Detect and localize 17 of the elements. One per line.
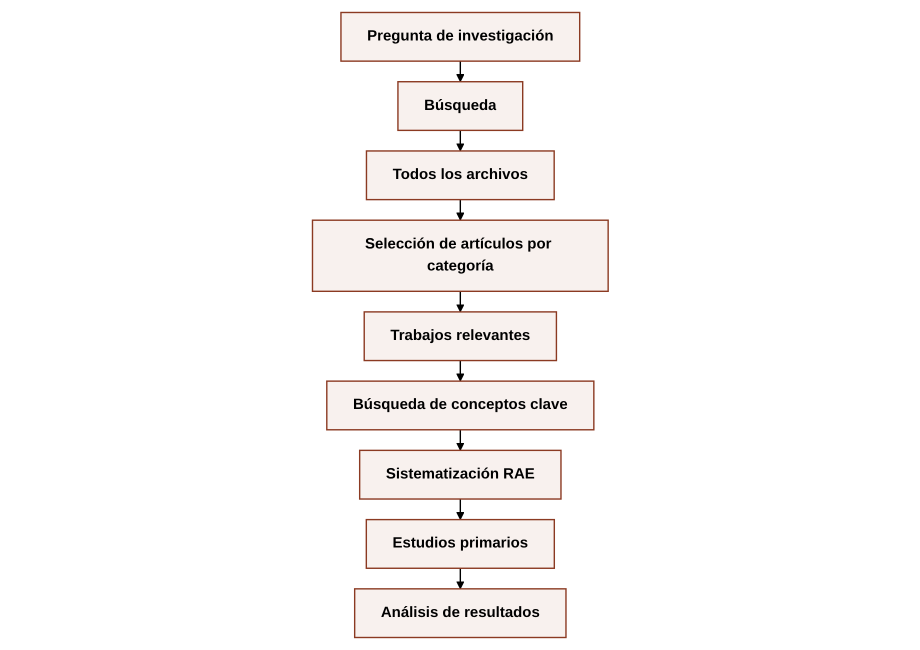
node-box: Búsqueda bbox=[396, 81, 524, 132]
arrow bbox=[456, 130, 464, 152]
arrow bbox=[456, 499, 464, 520]
arrow bbox=[456, 291, 464, 312]
node-box: Análisis de resultados bbox=[354, 588, 566, 638]
node-box: Búsqueda de conceptos clave bbox=[326, 380, 594, 430]
arrow bbox=[456, 200, 464, 221]
node-box: Trabajos relevantes bbox=[363, 311, 557, 362]
node-box: Sistematización RAE bbox=[358, 450, 562, 500]
node-box: Estudios primarios bbox=[365, 518, 555, 569]
arrow bbox=[456, 430, 464, 451]
arrow bbox=[456, 360, 464, 382]
arrow bbox=[456, 568, 464, 590]
node-box: Todos los archivos bbox=[365, 150, 555, 200]
arrow bbox=[456, 61, 464, 82]
node-box: Pregunta de investigación bbox=[340, 12, 580, 62]
node-box: Selección de artículos por categoría bbox=[311, 220, 609, 292]
